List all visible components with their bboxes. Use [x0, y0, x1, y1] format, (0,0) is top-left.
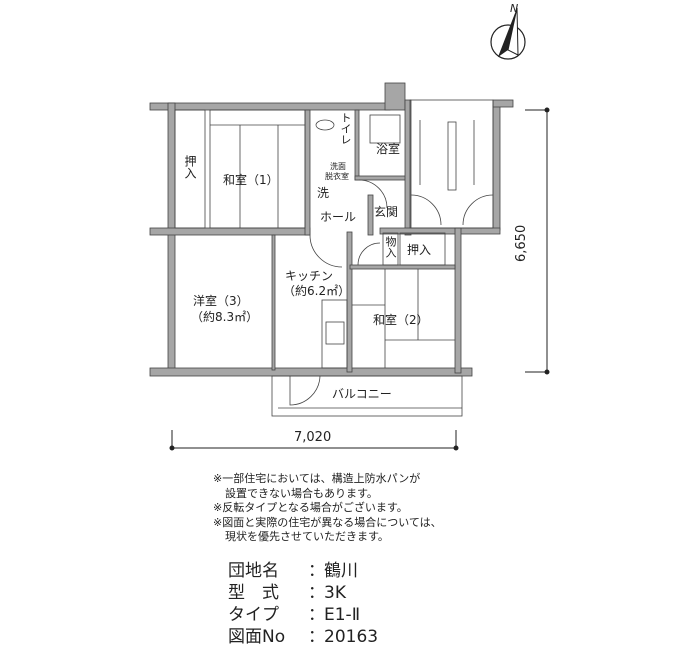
info-row-drawing-no: 図面No：20163: [228, 627, 379, 647]
note-line: ※一部住宅においては、構造上防水パンが: [213, 472, 421, 485]
walls: [149, 82, 514, 377]
note-line: 設置できない場合もあります。: [225, 486, 378, 500]
room-monoire: 物入: [384, 236, 397, 258]
note-line: ※図面と実際の住宅が異なる場合については、: [213, 515, 442, 529]
note-line: ※反転タイプとなる場合がございます。: [213, 501, 408, 514]
room-senmen: 洗面: [330, 162, 346, 171]
washer-space: 洗: [317, 186, 330, 200]
info-row-type: 型 式：3K: [228, 583, 346, 603]
room-washitsu-2: 和室（2）: [373, 313, 429, 327]
dimension-depth: 6,650: [514, 224, 529, 262]
info-value: 3K: [324, 583, 346, 603]
compass-icon: [490, 7, 526, 60]
room-bath: 浴室: [376, 142, 401, 156]
room-kitchen-area: （約6.2㎡）: [283, 284, 351, 298]
room-youshitsu-area: （約8.3㎡）: [191, 310, 259, 324]
room-toilet: トイレ: [339, 112, 352, 145]
info-key: 型 式: [228, 583, 279, 603]
room-youshitsu: 洋室（3）: [193, 294, 249, 308]
dimension-lines: [169, 107, 550, 451]
note-line: 現状を優先させていただきます。: [225, 530, 389, 543]
room-genkan: 玄関: [374, 205, 399, 219]
room-washitsu-1: 和室（1）: [223, 173, 279, 187]
info-key: 団地名: [228, 561, 279, 581]
room-datsui: 脱衣室: [325, 172, 349, 181]
room-balcony: バルコニー: [332, 387, 392, 401]
info-value: 20163: [324, 627, 379, 647]
info-value: 鶴川: [324, 561, 358, 581]
fixtures: [174, 99, 494, 417]
info-key: タイプ: [228, 605, 279, 625]
info-row-name: 団地名：鶴川: [228, 561, 358, 581]
room-kitchen: キッチン: [285, 269, 334, 283]
dimension-width: 7,020: [294, 430, 332, 445]
notes: ※一部住宅においては、構造上防水パンが 設置できない場合もあります。 ※反転タイ…: [213, 472, 442, 545]
room-oshiire-left: 押入: [183, 155, 197, 179]
room-hall: ホール: [320, 210, 357, 224]
info-row-subtype: タイプ：E1-Ⅱ: [228, 605, 361, 625]
compass-label: N: [510, 2, 519, 15]
info-value: E1-Ⅱ: [324, 605, 361, 625]
info-key: 図面No: [228, 627, 286, 647]
room-oshiire-right: 押入: [407, 243, 432, 257]
info-table: 団地名：鶴川 型 式：3K タイプ：E1-Ⅱ 図面No：20163: [228, 560, 378, 648]
